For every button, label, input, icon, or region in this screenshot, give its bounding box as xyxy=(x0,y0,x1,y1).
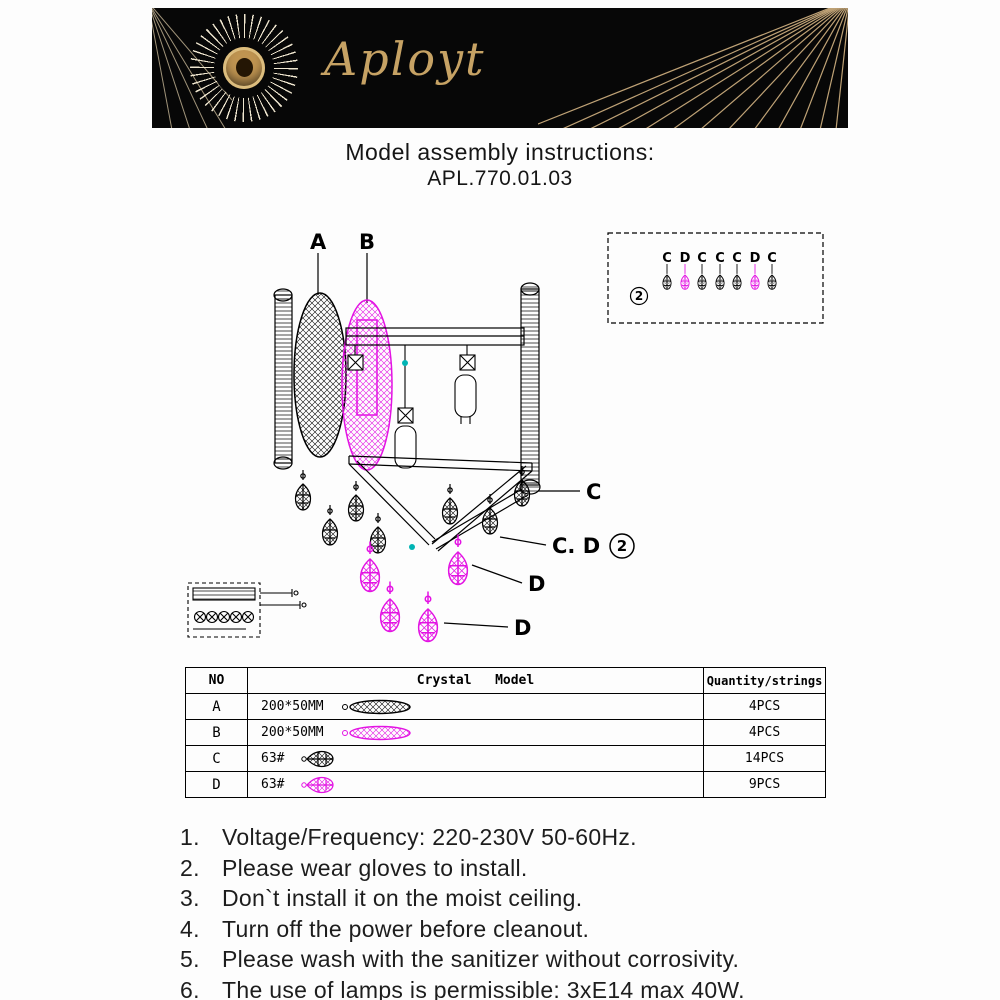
assembly-diagram: A B xyxy=(187,230,824,643)
page-title: Model assembly instructions: xyxy=(345,139,655,165)
table-row-d: D 63# 9PCS xyxy=(185,771,826,798)
callout-d2: D xyxy=(443,616,531,640)
svg-text:C: C xyxy=(767,251,777,266)
svg-text:C. D: C. D xyxy=(552,534,600,558)
row-a-no: A xyxy=(185,693,248,720)
marker-dot-bottom xyxy=(409,544,415,550)
svg-text:D: D xyxy=(528,572,545,596)
instruction-item-3: 3. Don`t install it on the moist ceiling… xyxy=(180,885,583,911)
callout-d1: D xyxy=(471,564,545,596)
col-crystal-model: Crystal Model xyxy=(247,667,704,694)
crystal-c-drops xyxy=(294,466,531,554)
svg-text:C: C xyxy=(586,480,601,504)
lamp-socket-left xyxy=(347,345,364,371)
col-quantity: Quantity/strings xyxy=(703,667,826,694)
lamp-right xyxy=(454,345,477,424)
svg-text:D: D xyxy=(680,251,691,266)
svg-text:C: C xyxy=(715,251,725,266)
svg-text:2: 2 xyxy=(617,537,627,555)
inset-magenta-drops xyxy=(680,263,760,290)
left-bracket xyxy=(273,288,293,470)
instruction-item-6: 6. The use of lamps is permissible: 3xE1… xyxy=(180,976,745,1000)
frame xyxy=(348,455,533,552)
inset-detail: 2 C D C C C D C xyxy=(607,232,824,324)
decorative-rays-right xyxy=(538,8,848,128)
svg-text:C: C xyxy=(662,251,672,266)
row-d-qty: 9PCS xyxy=(703,771,826,798)
marker-dot-top xyxy=(402,360,408,366)
row-d-no: D xyxy=(185,771,248,798)
row-c-qty: 14PCS xyxy=(703,745,826,772)
instruction-item-2: 2. Please wear gloves to install. xyxy=(180,854,528,881)
inset-letters: C D C C C D C xyxy=(662,251,777,266)
inset-circle-number: 2 xyxy=(635,289,643,303)
label-a: A xyxy=(310,230,327,295)
terminal-block xyxy=(187,582,307,638)
crystal-c-drop-icon xyxy=(301,750,335,767)
row-c-no: C xyxy=(185,745,248,772)
svg-text:A: A xyxy=(310,230,327,254)
inset-black-drops xyxy=(662,263,777,290)
row-b-qty: 4PCS xyxy=(703,719,826,746)
instruction-item-1: 1. Voltage/Frequency: 220-230V 50-60Hz. xyxy=(180,824,637,850)
crystal-b-oval-icon xyxy=(341,725,411,740)
row-a-size: 200*50MM xyxy=(261,699,324,714)
instruction-item-4: 4. Turn off the power before cleanout. xyxy=(180,915,590,942)
instruction-item-5: 5. Please wash with the sanitizer withou… xyxy=(180,946,740,972)
header-banner: Aployt xyxy=(152,8,848,128)
row-d-size: 63# xyxy=(261,777,285,792)
table-header-row: NO Crystal Model Quantity/strings xyxy=(185,667,826,694)
crystal-table: NO Crystal Model Quantity/strings A 200*… xyxy=(185,667,826,798)
instructions-list: 1. Voltage/Frequency: 220-230V 50-60Hz. … xyxy=(180,822,745,1000)
brand-logo xyxy=(190,14,298,122)
svg-text:C: C xyxy=(732,251,742,266)
crystal-d-drops xyxy=(359,534,469,643)
svg-text:D: D xyxy=(750,251,761,266)
row-b-no: B xyxy=(185,719,248,746)
brand-name: Aployt xyxy=(324,32,486,86)
row-b-size: 200*50MM xyxy=(261,725,324,740)
crystal-b xyxy=(341,299,393,471)
callout-c: C xyxy=(538,480,601,504)
svg-text:D: D xyxy=(514,616,531,640)
table-row-a: A 200*50MM 4PCS xyxy=(185,693,826,720)
crystal-a-oval-icon xyxy=(341,699,411,714)
svg-text:C: C xyxy=(697,251,707,266)
model-number: APL.770.01.03 xyxy=(427,167,573,190)
label-b: B xyxy=(359,230,375,303)
col-no: NO xyxy=(185,667,248,694)
crystal-a xyxy=(293,292,347,458)
row-a-qty: 4PCS xyxy=(703,693,826,720)
callout-cd: C. D 2 xyxy=(499,533,635,559)
table-row-b: B 200*50MM 4PCS xyxy=(185,719,826,746)
crystal-d-drop-icon xyxy=(301,776,335,793)
row-c-size: 63# xyxy=(261,751,285,766)
svg-text:B: B xyxy=(359,230,375,254)
table-row-c: C 63# 14PCS xyxy=(185,745,826,772)
